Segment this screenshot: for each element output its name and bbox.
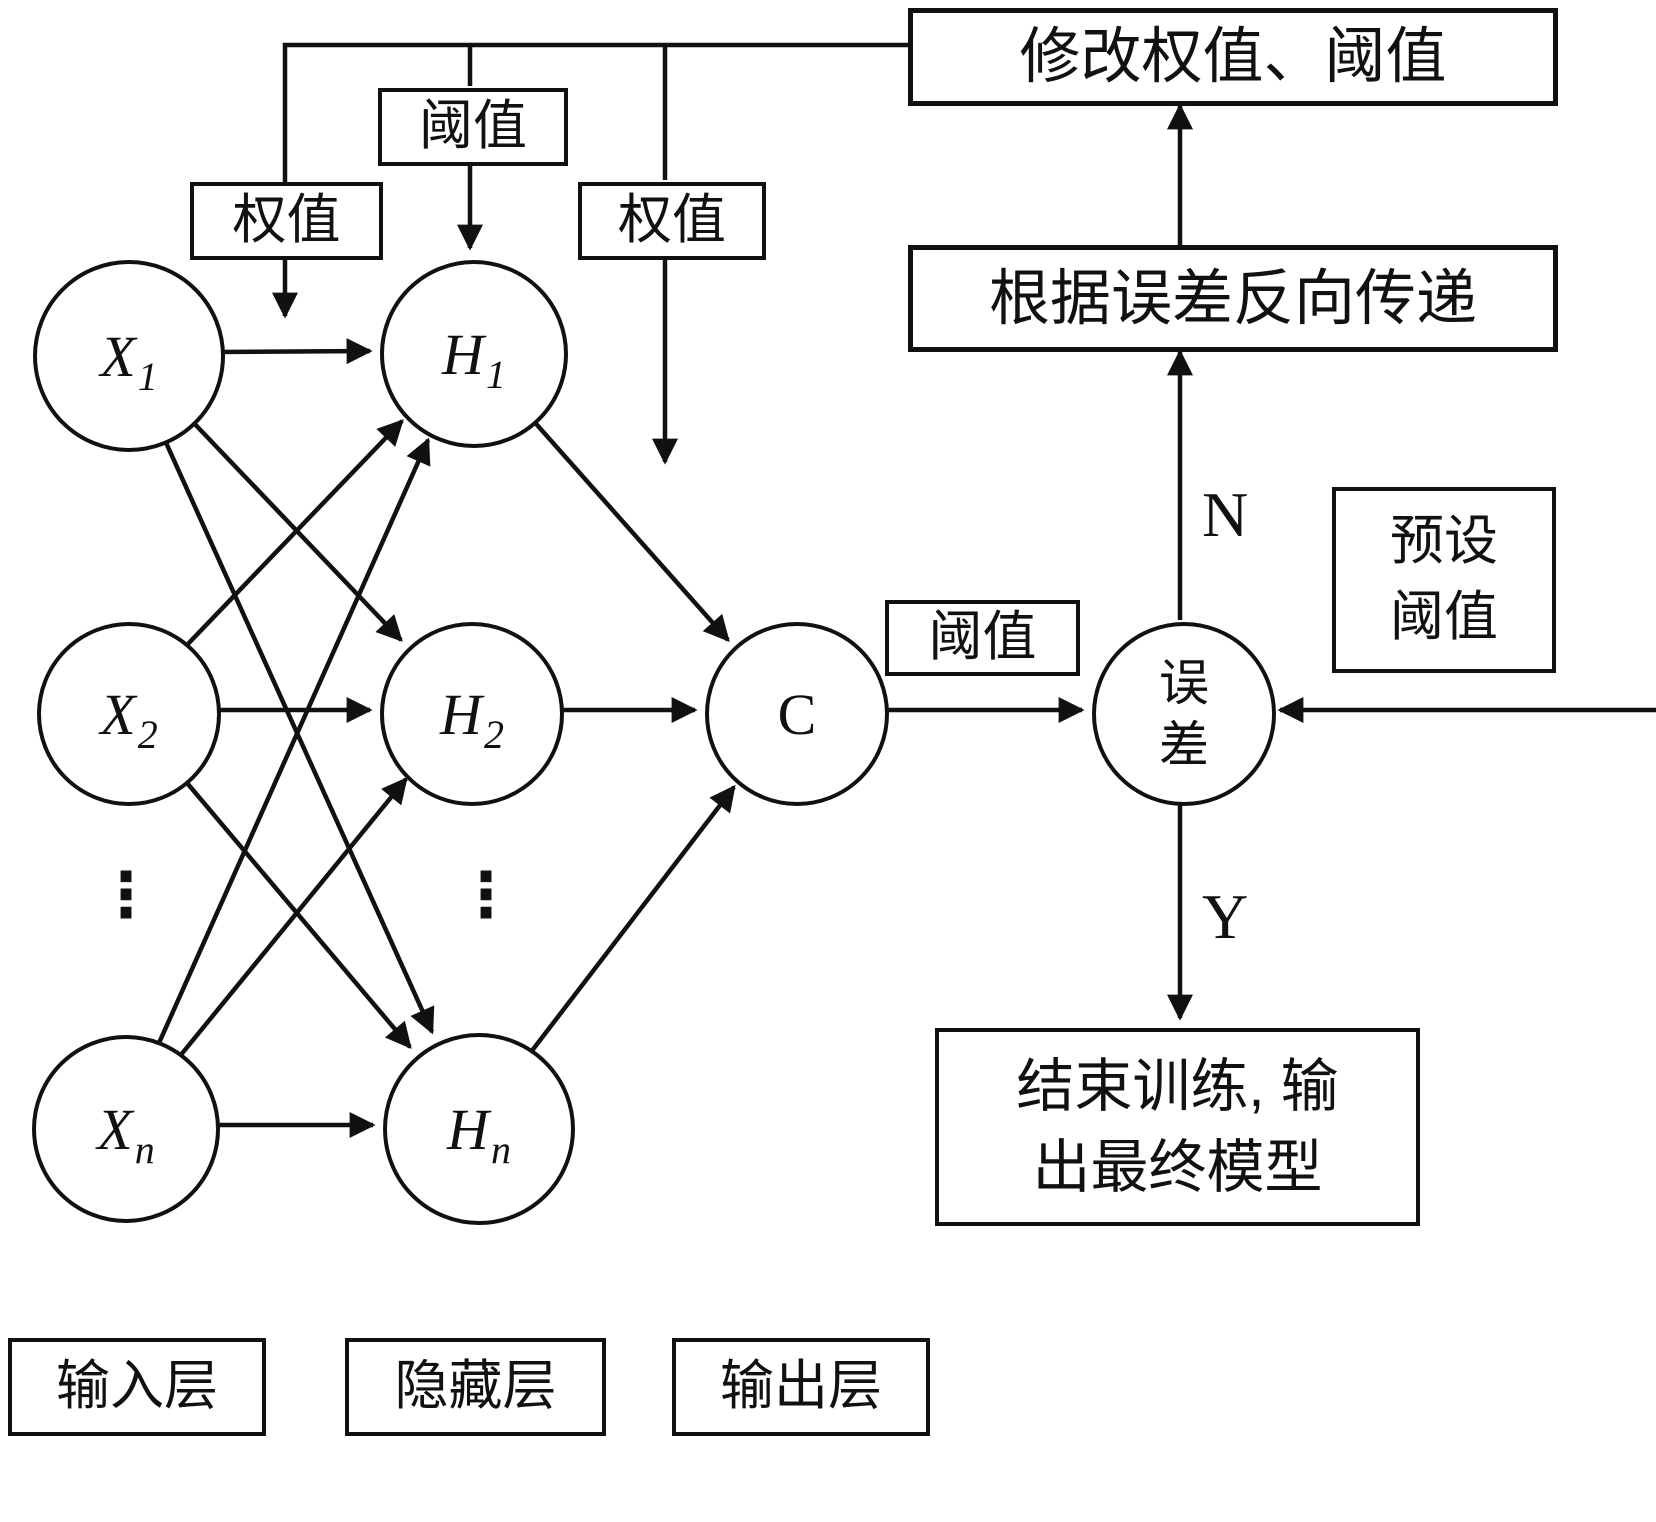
branch-label-y: Y [1202, 881, 1249, 952]
node-c-label: C [778, 681, 817, 748]
node-error: 误 差 [1092, 622, 1276, 806]
preset-threshold-line2: 阈值 [1390, 587, 1498, 647]
edge-x1-h1 [217, 338, 373, 365]
error-label-line1: 误 [1159, 654, 1209, 711]
node-error-label: 误 差 [1159, 652, 1209, 777]
threshold-top-box: 阈值 [378, 88, 568, 166]
node-x1-subscript: 1 [137, 353, 158, 399]
node-h2-base: H [440, 681, 482, 747]
node-x1-base: X [100, 323, 136, 389]
error-label-line2: 差 [1159, 717, 1209, 773]
legend-output-layer: 输出层 [672, 1338, 930, 1436]
modify-weights-box: 修改权值、阈值 [908, 8, 1558, 106]
node-c: C [705, 622, 889, 806]
node-c-base: C [777, 681, 817, 747]
weight-left-box: 权值 [190, 182, 383, 260]
hidden-layer-ellipsis: ⋮ [455, 858, 517, 931]
edge-xn-h2 [178, 776, 408, 1058]
node-xn-base: X [97, 1096, 133, 1162]
preset-threshold-box: 预设 阈值 [1332, 487, 1556, 673]
node-h1-base: H [442, 321, 484, 387]
edge-h1-c [528, 415, 730, 642]
weight-right-box: 权值 [578, 182, 766, 260]
preset-threshold-line1: 预设 [1390, 511, 1498, 572]
node-h2-subscript: 2 [483, 711, 504, 757]
legend-hidden-layer: 隐藏层 [345, 1338, 606, 1436]
finish-line2: 出最终模型 [1032, 1135, 1323, 1200]
finish-box: 结束训练, 输 出最终模型 [935, 1028, 1420, 1226]
node-hn-base: H [447, 1096, 489, 1162]
node-x2-subscript: 2 [137, 711, 158, 757]
backprop-box: 根据误差反向传递 [908, 245, 1558, 352]
branch-label-n: N [1202, 479, 1249, 550]
edge-hn-c [529, 784, 736, 1054]
node-hn-subscript: n [490, 1126, 511, 1172]
node-xn-subscript: n [134, 1126, 155, 1172]
legend-input-layer: 输入层 [8, 1338, 266, 1436]
finish-line1: 结束训练, 输 [1016, 1053, 1339, 1119]
input-layer-ellipsis: ⋮ [95, 858, 157, 931]
node-h1-subscript: 1 [485, 351, 506, 397]
edge-x2-h1 [184, 419, 404, 648]
edge-x1-h2 [187, 416, 403, 642]
edge-xn-h1 [156, 437, 431, 1044]
node-x2-base: X [100, 681, 136, 747]
edge-feedback-weight-left [272, 42, 908, 319]
threshold-mid-box: 阈值 [885, 600, 1080, 676]
